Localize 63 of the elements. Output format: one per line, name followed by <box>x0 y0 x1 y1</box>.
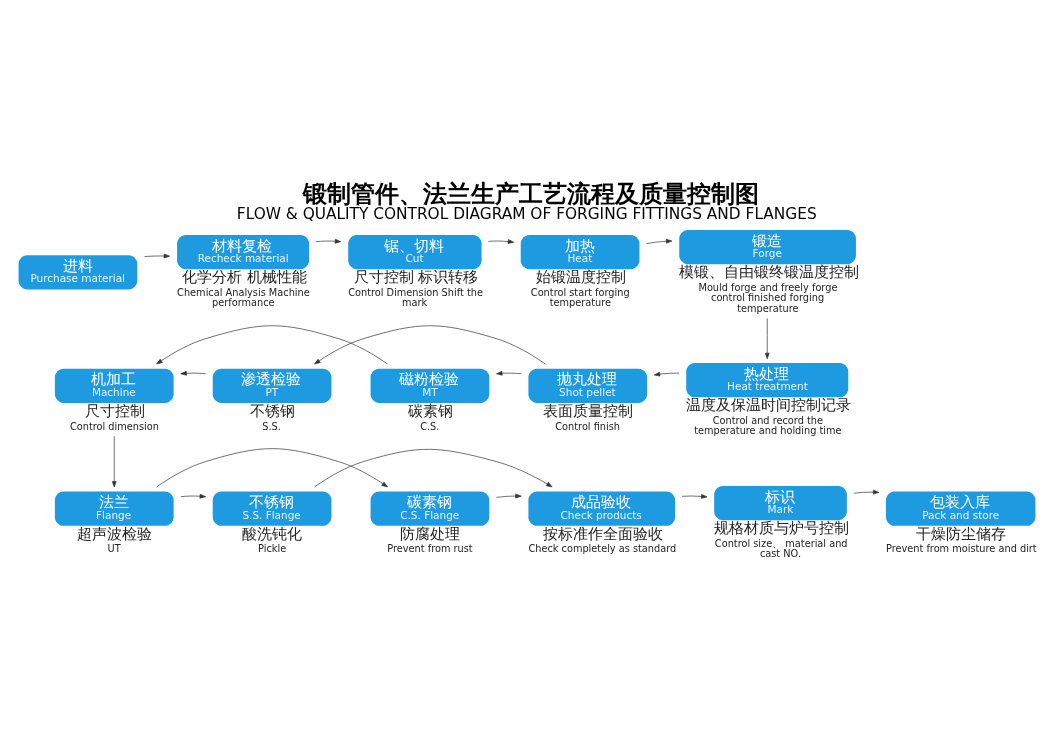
node-label: 始锻温度控制 <box>535 267 626 285</box>
node-label: Prevent from rust <box>387 542 473 554</box>
arrow <box>111 435 117 487</box>
arrow <box>653 371 680 376</box>
node-box: 进料 Purchase material <box>18 254 138 289</box>
node-box: 加热 Heat <box>520 234 640 269</box>
arrow <box>496 493 522 498</box>
node-label: Control size、 material and cast NO. <box>714 537 848 559</box>
node-label: Prevent from moisture and dirt <box>885 542 1037 554</box>
node-label: 规格材质与炉号控制 <box>714 518 850 536</box>
node-label: 按标准作全面验收 <box>542 524 663 542</box>
node-box: 碳素钢 C.S. Flange <box>370 491 490 526</box>
node-label: 化学分析 机械性能 <box>182 267 307 285</box>
node-box: 热处理 Heat treatment <box>686 362 849 397</box>
node-box: 抛丸处理 Shot pellet <box>528 368 648 403</box>
node-label: 尺寸控制 标识转移 <box>353 267 479 285</box>
node-label: UT <box>107 542 121 554</box>
node-label: 干燥防尘储存 <box>916 524 1007 542</box>
node-label: Pickle <box>258 542 287 554</box>
arrow <box>156 447 388 487</box>
node-box: 包装入库 Pack and store <box>885 491 1036 526</box>
node-label: 表面质量控制 <box>543 401 634 419</box>
node-label: 温度及保温时间控制记录 <box>686 395 852 413</box>
node-label: S.S. <box>262 420 281 432</box>
arrow <box>764 317 770 359</box>
arrow <box>315 238 342 243</box>
node-label: Control dimension <box>69 420 159 432</box>
node-box: 机加工 Machine <box>54 368 174 403</box>
node-label: Check completely as standard <box>528 542 677 554</box>
node-label: Control and record the temperature and holding time <box>694 414 842 436</box>
node-label: C.S. <box>420 420 440 432</box>
node-box: 渗透检验 PT <box>212 368 332 403</box>
arrow <box>853 489 880 494</box>
node-label: 碳素钢 <box>407 401 453 419</box>
node-label: Mould forge and freely forge control finished forging temperature <box>698 281 838 314</box>
node-box: 标识 Mark <box>714 485 847 520</box>
node-label: Chemical Analysis Machine performance <box>177 286 310 308</box>
node-box: 材料复检 Recheck material <box>177 234 310 269</box>
node-label: 不锈钢 <box>249 401 295 419</box>
node-label: Control finish <box>555 420 621 432</box>
node-label: Control start forging temperature <box>530 286 630 308</box>
node-box: 锻造 Forge <box>679 229 856 264</box>
node-label: 超声波检验 <box>77 524 153 542</box>
node-box: 锯、切料 Cut <box>348 234 482 269</box>
arrow <box>144 253 171 258</box>
arrow <box>314 448 553 487</box>
arrow <box>681 493 708 499</box>
arrow <box>487 238 515 244</box>
arrow <box>180 370 206 376</box>
arrow <box>646 238 673 244</box>
node-label: 模锻、自由锻终锻温度控制 <box>679 262 860 280</box>
node-box: 法兰 Flange <box>54 491 174 526</box>
node-box: 磁粉检验 MT <box>370 368 490 403</box>
node-label: 防腐处理 <box>400 524 461 542</box>
arrow <box>156 324 388 364</box>
node-box: 成品验收 Check products <box>528 491 676 526</box>
arrow <box>314 324 546 364</box>
arrow <box>496 370 522 376</box>
node-label: Control Dimension Shift the mark <box>348 286 483 308</box>
node-label: 尺寸控制 <box>84 401 145 419</box>
node-label: 酸洗钝化 <box>242 524 303 542</box>
node-box: 不锈钢 S.S. Flange <box>212 491 332 526</box>
arrow <box>180 493 206 499</box>
